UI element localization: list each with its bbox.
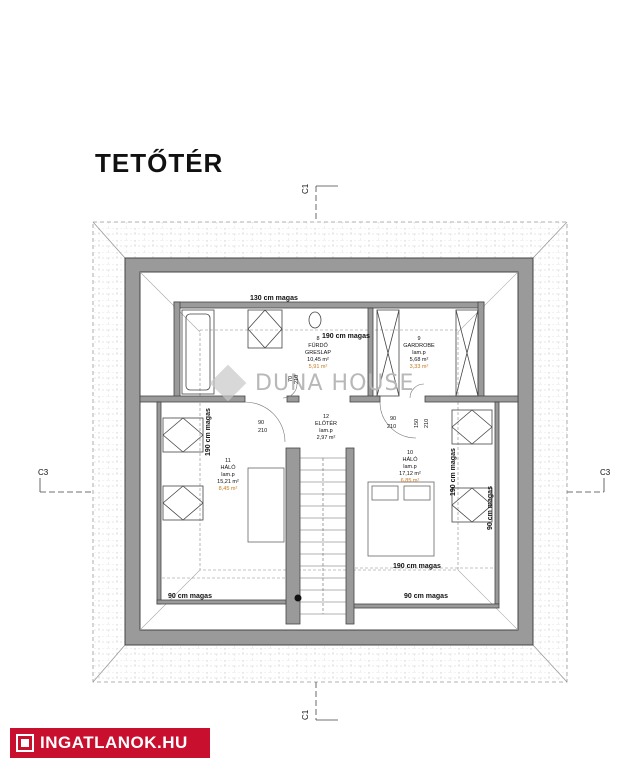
watermark-text: DUNA HOUSE [255, 371, 414, 396]
room-label-bedroom-right: 10 HÁLÓ lam.p 17,12 m² 6,85 m² [399, 450, 421, 484]
note-90cm-right: 90 cm magas [487, 486, 494, 530]
door-swings [244, 383, 425, 443]
note-130cm: 130 cm magas [250, 295, 298, 302]
door-3-height: 210 [294, 375, 300, 384]
room-number: 11 [225, 458, 231, 464]
room-floor: lam.p [319, 428, 332, 434]
door-1-width: 90 [258, 420, 264, 426]
room-area: 2,97 m² [317, 435, 336, 441]
bathtub [181, 309, 215, 395]
room-area-secondary: 6,85 m² [401, 478, 420, 484]
logo-text: INGATLANOK.HU [40, 733, 188, 752]
interior-walls [139, 301, 519, 625]
staircase [300, 457, 346, 615]
room-floor: lam.p [403, 464, 416, 470]
note-90cm-bottom-right: 90 cm magas [404, 593, 448, 600]
note-90cm-bottom-left: 90 cm magas [168, 593, 212, 600]
knee-wall-lines [162, 329, 495, 579]
ingatlanok-logo[interactable]: INGATLANOK.HU [10, 728, 210, 758]
skylight-windows [162, 409, 493, 523]
room-area-secondary: 8,45 m² [219, 486, 238, 492]
section-c3-left: C3 [38, 468, 49, 477]
section-lines [39, 185, 605, 721]
page-title: TETŐTÉR [95, 148, 224, 178]
room-number: 8 [316, 336, 319, 342]
room-label-hallway: 12 ELŐTÉR lam.p 2,97 m² [315, 414, 337, 441]
room-floor: lam.p [221, 472, 234, 478]
section-c3-right: C3 [600, 468, 611, 477]
wardrobe [376, 309, 479, 397]
house-icon [16, 734, 34, 752]
door-4-height: 210 [424, 419, 430, 428]
desk [247, 467, 285, 543]
room-label-bedroom-left: 11 HÁLÓ lam.p 15,21 m² 8,45 m² [217, 458, 239, 492]
room-area: 17,12 m² [399, 471, 421, 477]
room-name: GARDROBE [403, 343, 435, 349]
room-number: 9 [417, 336, 420, 342]
outer-walls [124, 257, 534, 646]
room-name: FÜRDŐ [308, 342, 328, 349]
toilet [308, 311, 322, 329]
room-number: 10 [407, 450, 413, 456]
note-190cm-right: 190 cm magas [450, 448, 457, 496]
room-number: 12 [323, 414, 329, 420]
bed [367, 481, 435, 557]
door-3-width: 70 [288, 376, 294, 382]
door-dimensions: 90 210 90 210 70 210 150 210 [258, 375, 430, 434]
room-area-secondary: 5,91 m² [309, 364, 328, 370]
room-label-gardrobe: 9 GARDROBE lam.p 5,68 m² 3,33 m² [403, 336, 435, 370]
room-label-bathroom: 8 FÜRDŐ GRESLAP 10,45 m² 5,91 m² [305, 336, 331, 370]
watermark-logo-icon [209, 364, 247, 402]
shower [247, 309, 283, 349]
room-area: 5,68 m² [410, 357, 429, 363]
note-190cm-bottom: 190 cm magas [393, 563, 441, 570]
door-4-width: 150 [414, 419, 420, 428]
door-1-height: 210 [258, 428, 267, 434]
watermark: DUNA HOUSE [209, 364, 414, 402]
room-area-secondary: 3,33 m² [410, 364, 429, 370]
room-area: 10,45 m² [307, 357, 329, 363]
door-2-height: 210 [387, 424, 396, 430]
room-floor: GRESLAP [305, 350, 331, 356]
note-190cm-top: 190 cm magas [322, 333, 370, 340]
room-name: ELŐTÉR [315, 420, 337, 427]
room-area: 15,21 m² [217, 479, 239, 485]
note-190cm-left: 190 cm magas [205, 408, 212, 456]
room-name: HÁLÓ [403, 456, 419, 463]
door-2-width: 90 [390, 416, 396, 422]
section-c1-bottom: C1 [301, 709, 310, 720]
room-floor: lam.p [412, 350, 425, 356]
stair-marker [294, 594, 302, 602]
room-name: HÁLÓ [221, 464, 237, 471]
section-c1-top: C1 [301, 183, 310, 194]
